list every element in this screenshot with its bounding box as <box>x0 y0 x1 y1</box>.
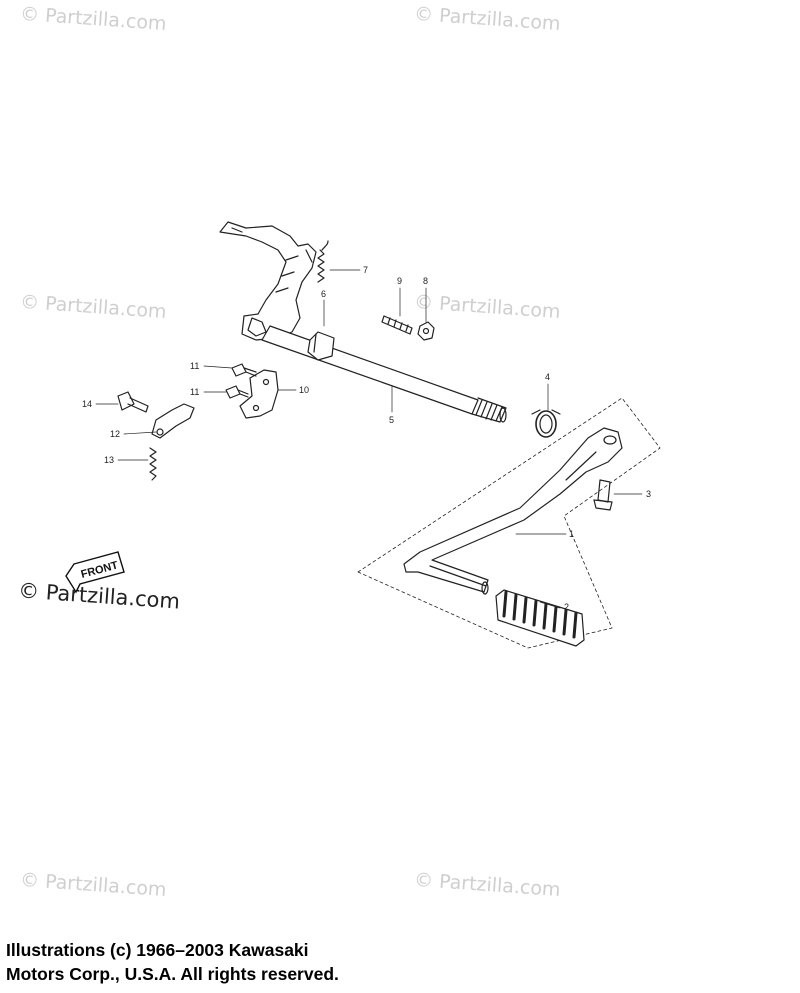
nut <box>417 321 435 341</box>
stud-bolt <box>381 315 413 335</box>
circlip-ring <box>531 409 561 438</box>
callout-4: 4 <box>545 372 550 382</box>
callout-8: 8 <box>423 276 428 286</box>
screw-lower <box>225 385 249 399</box>
callout-13: 13 <box>104 455 114 465</box>
callout-2: 2 <box>564 602 569 612</box>
copyright-notice: Illustrations (c) 1966–2003 Kawasaki Mot… <box>6 938 339 986</box>
pedal-rubber <box>495 589 585 647</box>
leader-lines <box>95 269 643 609</box>
pedal-outline <box>357 397 661 649</box>
callout-9: 9 <box>397 276 402 286</box>
callout-1: 1 <box>569 529 574 539</box>
callout-7: 7 <box>363 265 368 275</box>
callout-6: 6 <box>321 289 326 299</box>
stopper-spring <box>149 447 157 481</box>
pedal <box>403 427 623 595</box>
shift-arm <box>219 221 317 341</box>
callout-11: 11 <box>190 387 199 397</box>
callout-10: 10 <box>299 385 309 395</box>
shift-shaft <box>261 325 507 423</box>
callout-14: 14 <box>82 399 92 409</box>
callout-5: 5 <box>389 415 394 425</box>
callout-3: 3 <box>646 489 651 499</box>
front-arrow: FRONT <box>65 551 125 594</box>
copyright-line-2: Motors Corp., U.S.A. All rights reserved… <box>6 964 339 984</box>
screw-upper <box>231 363 257 377</box>
callout-11: 11 <box>190 361 199 371</box>
callout-12: 12 <box>110 429 120 439</box>
plate <box>239 369 279 419</box>
copyright-line-1: Illustrations (c) 1966–2003 Kawasaki <box>6 940 309 960</box>
stopper-lever <box>151 403 195 439</box>
shoulder-bolt <box>117 391 149 413</box>
return-spring <box>317 240 329 283</box>
pedal-bolt <box>593 479 613 511</box>
